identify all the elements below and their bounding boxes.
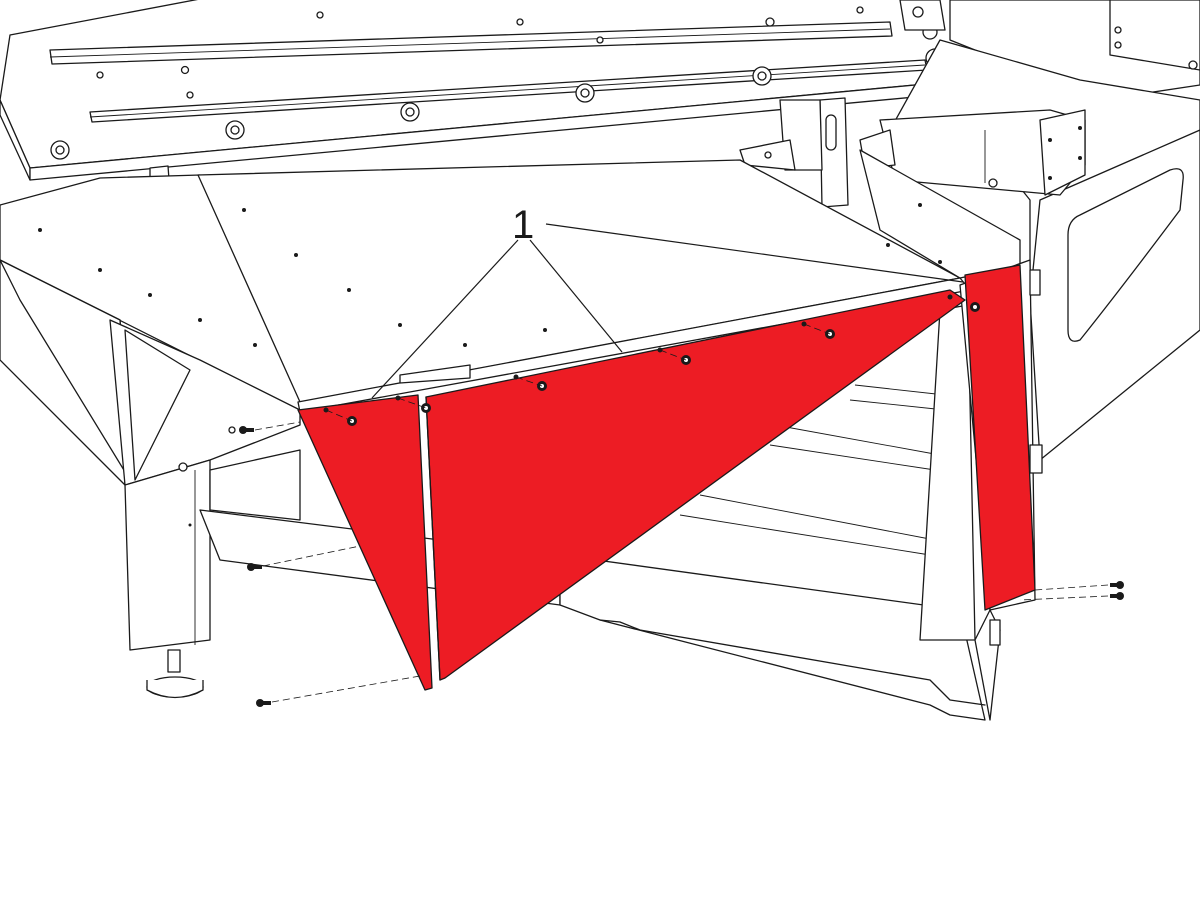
leader-line (371, 239, 519, 399)
frame-bolt (50, 140, 70, 160)
right-back-frame (879, 0, 1200, 461)
callout-label: 1 (512, 203, 534, 247)
guard-panel-right (964, 264, 1036, 611)
frame-bolt (752, 66, 772, 86)
screw-icon (247, 563, 262, 571)
frame-bolt (400, 102, 420, 122)
screw-icon (1110, 592, 1124, 600)
leader-line (529, 239, 623, 353)
screw-icon (239, 426, 254, 434)
guard-panel-left (297, 394, 433, 691)
loose-screws (239, 421, 1124, 707)
screw-icon (1110, 581, 1124, 589)
left-leg-structure (0, 259, 301, 699)
frame-bolt (225, 120, 245, 140)
highlighted-guard-panels (297, 264, 1036, 691)
panel-screw (970, 302, 980, 312)
panel-screw (421, 403, 431, 413)
screw-icon (256, 699, 271, 707)
frame-bolt (575, 83, 595, 103)
lower-deck-plate (0, 149, 1021, 413)
callout: 1 (371, 203, 964, 399)
leader-line (545, 223, 964, 283)
